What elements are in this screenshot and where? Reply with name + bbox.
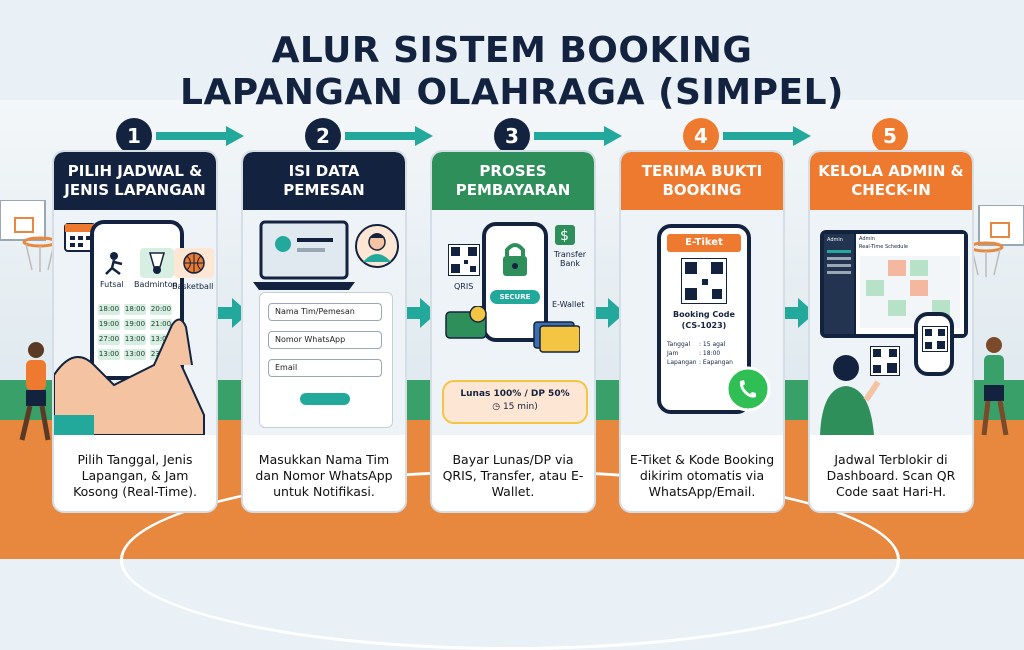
payment-terms: Lunas 100% / DP 50% bbox=[460, 389, 570, 399]
badminton-card[interactable] bbox=[140, 248, 174, 278]
step-card-5: KELOLA ADMIN & CHECK-IN Admin Admin Real… bbox=[808, 150, 974, 513]
qris-label: QRIS bbox=[454, 282, 474, 291]
dashboard-subtitle: Real-Time Schedule bbox=[859, 244, 908, 250]
payment-timer: ◷ 15 min) bbox=[492, 402, 538, 412]
checkin-qr-code-icon bbox=[922, 326, 948, 352]
step-header: KELOLA ADMIN & CHECK-IN bbox=[810, 152, 972, 210]
time-slot[interactable]: 19:00 bbox=[98, 319, 120, 330]
step-description: Pilih Tanggal, Jenis Lapangan, & Jam Kos… bbox=[73, 451, 197, 499]
time-slot[interactable]: 18:00 bbox=[98, 304, 120, 315]
time-slot[interactable]: 27:00 bbox=[98, 334, 120, 345]
ticket-qr-code-icon bbox=[681, 258, 727, 304]
whatsapp-icon bbox=[725, 366, 771, 412]
step-card-4: TERIMA BUKTI BOOKING E-Tiket Booking Cod… bbox=[619, 150, 785, 513]
booking-code: (CS-1023) bbox=[681, 321, 727, 330]
step-card-2: ISI DATA PEMESAN Nama Tim/Pemesan Nomor … bbox=[241, 150, 407, 513]
eticket-title: E-Tiket bbox=[667, 234, 741, 252]
laptop-icon bbox=[253, 220, 355, 290]
step-description: Masukkan Nama Tim dan Nomor WhatsApp unt… bbox=[255, 451, 393, 499]
basketball-hoop-left-icon bbox=[0, 200, 58, 272]
secure-badge: SECURE bbox=[490, 290, 540, 304]
step-header: PILIH JADWAL & JENIS LAPANGAN bbox=[54, 152, 216, 210]
hand-icon bbox=[54, 318, 205, 435]
step-illustration: QRIS SECURE $ Transfer Bank E-Wallet Lun… bbox=[432, 210, 594, 435]
ticket-details: Tanggal: 15 agal Jam: 18:00 Lapangan: Ea… bbox=[667, 340, 733, 367]
title-line-2: LAPANGAN OLAHRAGA (SIMPEL) bbox=[180, 72, 844, 113]
player-right-icon bbox=[981, 337, 1009, 436]
step-number-1: 1 bbox=[116, 118, 152, 154]
step-card-3: PROSES PEMBAYARAN QRIS SECURE $ Transfer… bbox=[430, 150, 596, 513]
whatsapp-field[interactable]: Nomor WhatsApp bbox=[268, 331, 382, 349]
futsal-icon bbox=[105, 252, 123, 275]
ticket-detail-row: Jam: 18:00 bbox=[667, 350, 721, 357]
ticket-detail-row: Tanggal: 15 agal bbox=[667, 341, 726, 348]
clock-icon: ◷ bbox=[492, 402, 503, 412]
transfer-bank-label: Transfer Bank bbox=[553, 250, 587, 268]
time-slot[interactable]: 20:00 bbox=[150, 304, 172, 315]
arrow-right-icon bbox=[156, 126, 244, 146]
step-header: TERIMA BUKTI BOOKING bbox=[621, 152, 783, 210]
user-avatar-icon bbox=[355, 224, 399, 268]
admin-person-icon bbox=[820, 355, 881, 435]
time-slot[interactable]: 13:00 bbox=[124, 349, 146, 360]
dollar-icon: $ bbox=[555, 225, 575, 245]
email-field[interactable]: Email bbox=[268, 359, 382, 377]
sport-label-basketball: Basketball bbox=[172, 282, 214, 291]
lock-icon bbox=[503, 243, 527, 276]
dashboard-title: Admin bbox=[859, 236, 875, 242]
time-slot[interactable]: 13:00 bbox=[98, 349, 120, 360]
player-left-icon bbox=[19, 342, 51, 441]
step-number-3: 3 bbox=[494, 118, 530, 154]
qris-code-icon bbox=[448, 244, 480, 276]
dashboard-main: Admin Real-Time Schedule bbox=[856, 234, 964, 334]
basketball-card[interactable] bbox=[174, 248, 214, 278]
basketball-hoop-right-icon bbox=[968, 205, 1024, 277]
arrow-right-icon bbox=[345, 126, 433, 146]
step-illustration: Nama Tim/Pemesan Nomor WhatsApp Email bbox=[243, 210, 405, 435]
team-name-field[interactable]: Nama Tim/Pemesan bbox=[268, 303, 382, 321]
basketball-icon bbox=[183, 252, 205, 274]
step-illustration: Futsal Badminton 18:00 18:00 20:00 19:00… bbox=[54, 210, 216, 435]
booking-code-label: Booking Code bbox=[673, 310, 735, 319]
ewallet-label: E-Wallet bbox=[552, 300, 585, 309]
credit-card-icon bbox=[533, 321, 580, 353]
time-slot[interactable]: 19:00 bbox=[124, 319, 146, 330]
shuttlecock-icon bbox=[149, 252, 165, 274]
sport-label-futsal: Futsal bbox=[100, 280, 124, 289]
step-number-4: 4 bbox=[683, 118, 719, 154]
step-illustration: Admin Admin Real-Time Schedule bbox=[810, 210, 972, 435]
step-number-5: 5 bbox=[872, 118, 908, 154]
step-card-1: PILIH JADWAL & JENIS LAPANGAN Futsal Bad… bbox=[52, 150, 218, 513]
time-slot[interactable]: 21:00 bbox=[150, 319, 172, 330]
step-description: E-Tiket & Kode Booking dikirim otomatis … bbox=[629, 451, 775, 499]
arrow-right-icon bbox=[723, 126, 811, 146]
dashboard-sidebar: Admin bbox=[824, 234, 854, 334]
wallet-icon bbox=[445, 306, 487, 339]
step-header: PROSES PEMBAYARAN bbox=[432, 152, 594, 210]
dashboard-brand: Admin bbox=[827, 237, 843, 243]
time-slot[interactable]: 13:00 bbox=[124, 334, 146, 345]
svg-text:$: $ bbox=[560, 228, 569, 244]
step-number-2: 2 bbox=[305, 118, 341, 154]
title-line-1: ALUR SISTEM BOOKING bbox=[271, 30, 753, 71]
step-description: Bayar Lunas/DP via QRIS, Transfer, atau … bbox=[442, 451, 584, 499]
phone-mockup bbox=[914, 312, 954, 376]
ticket-detail-row: Lapangan: Eapangan bbox=[667, 359, 733, 366]
step-header: ISI DATA PEMESAN bbox=[243, 152, 405, 210]
submit-button[interactable] bbox=[300, 393, 350, 405]
booking-form: Nama Tim/Pemesan Nomor WhatsApp Email bbox=[259, 292, 393, 428]
step-illustration: E-Tiket Booking Code (CS-1023) Tanggal: … bbox=[621, 210, 783, 435]
step-description: Jadwal Terblokir di Dashboard. Scan QR C… bbox=[826, 451, 956, 499]
payment-note: Lunas 100% / DP 50% ◷ 15 min) bbox=[442, 380, 588, 424]
schedule-grid bbox=[860, 256, 960, 328]
time-slot[interactable]: 18:00 bbox=[124, 304, 146, 315]
sport-label-badminton: Badminton bbox=[134, 280, 178, 289]
page-title: ALUR SISTEM BOOKING LAPANGAN OLAHRAGA (S… bbox=[0, 30, 1024, 114]
time-slot[interactable]: 13:00 bbox=[150, 334, 172, 345]
arrow-right-icon bbox=[534, 126, 622, 146]
scan-qr-code-icon bbox=[870, 346, 900, 376]
